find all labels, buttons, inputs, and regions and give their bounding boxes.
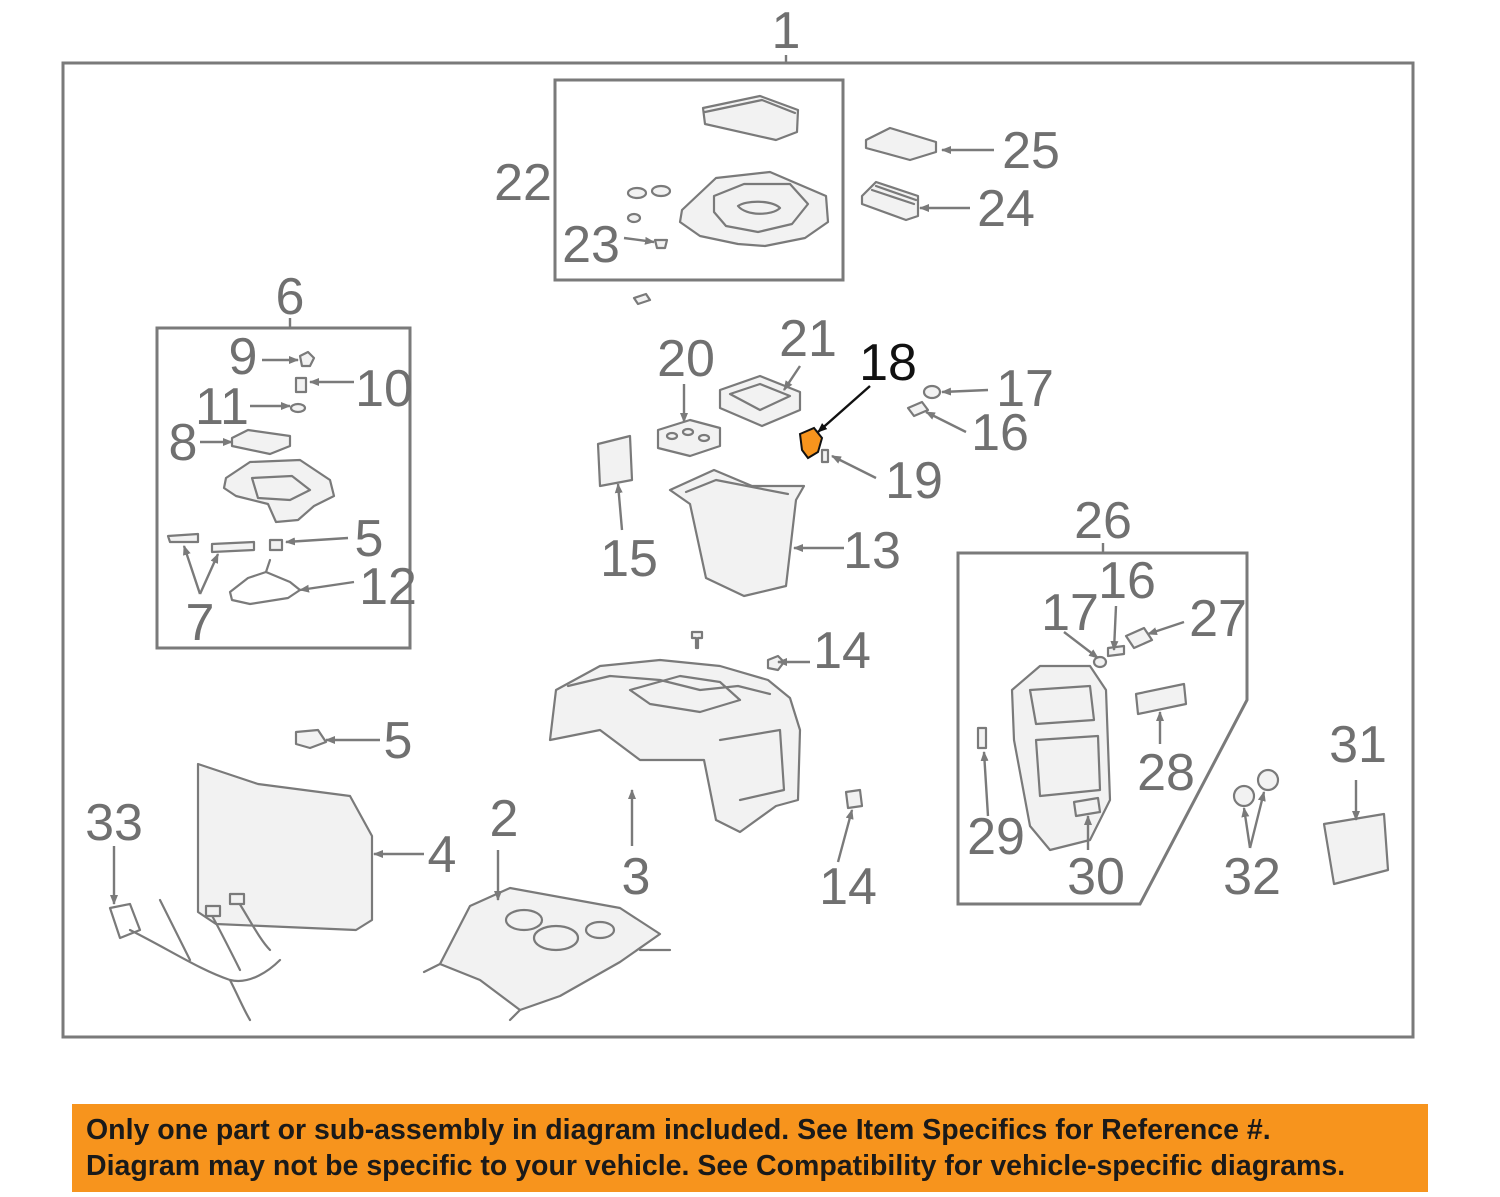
callout-16a: 16 xyxy=(971,404,1029,462)
part-3-console-body xyxy=(548,630,864,834)
part-15-mat xyxy=(596,434,634,488)
callout-18: 18 xyxy=(859,334,917,392)
part-33-harness xyxy=(108,892,282,1022)
subassembly-box-6 xyxy=(155,318,412,650)
callout-32: 32 xyxy=(1223,848,1281,906)
callout-7: 7 xyxy=(186,594,215,652)
part-20-switch xyxy=(656,418,722,458)
part-2-bracket xyxy=(422,886,672,1022)
assembly-frame xyxy=(61,55,1415,1039)
callout-8: 8 xyxy=(169,414,198,472)
part-4-side-panel xyxy=(196,728,374,932)
subassembly-box-26 xyxy=(956,543,1249,906)
callout-5a: 5 xyxy=(355,510,384,568)
callout-1: 1 xyxy=(772,2,801,60)
callout-12: 12 xyxy=(359,558,417,616)
part-31-cover xyxy=(1322,812,1390,886)
callout-4: 4 xyxy=(428,826,457,884)
parts-diagram: 1 22 25 24 23 6 9 10 11 8 5 12 7 20 21 1… xyxy=(61,2,1415,1039)
callout-10: 10 xyxy=(355,360,413,418)
callout-23: 23 xyxy=(562,216,620,274)
callout-14b: 14 xyxy=(819,858,877,916)
callout-26: 26 xyxy=(1074,492,1132,550)
callout-2: 2 xyxy=(490,790,519,848)
callout-15: 15 xyxy=(600,530,658,588)
part-21-tray xyxy=(718,374,802,428)
callout-6: 6 xyxy=(276,268,305,326)
callout-33: 33 xyxy=(85,794,143,852)
callout-14a: 14 xyxy=(813,622,871,680)
callout-3: 3 xyxy=(622,848,651,906)
part-25-pad xyxy=(864,126,938,162)
callout-17b: 17 xyxy=(1041,584,1099,642)
part-cupholder-assembly xyxy=(166,350,336,606)
part-32-knobs xyxy=(1232,768,1280,808)
callout-30: 30 xyxy=(1067,848,1125,906)
callout-13: 13 xyxy=(843,522,901,580)
callout-31: 31 xyxy=(1329,716,1387,774)
callout-11: 11 xyxy=(195,378,249,436)
leader-lines xyxy=(110,146,1360,905)
callout-21: 21 xyxy=(779,310,837,368)
subassembly-box-22 xyxy=(553,78,845,282)
part-13-bin xyxy=(668,468,806,598)
notice-line-2: Diagram may not be specific to your vehi… xyxy=(86,1150,1346,1182)
callout-16b: 16 xyxy=(1098,552,1156,610)
part-armrest-lid xyxy=(626,94,830,306)
callout-20: 20 xyxy=(657,330,715,388)
callout-9: 9 xyxy=(229,328,258,386)
callout-24: 24 xyxy=(977,180,1035,238)
callout-22: 22 xyxy=(494,154,552,212)
callout-17a: 17 xyxy=(996,360,1054,418)
callout-29: 29 xyxy=(967,808,1025,866)
callout-25: 25 xyxy=(1002,122,1060,180)
callout-28: 28 xyxy=(1137,744,1195,802)
part-26-bezel xyxy=(976,626,1188,852)
callout-27: 27 xyxy=(1189,590,1247,648)
notice-banner: Only one part or sub-assembly in diagram… xyxy=(72,1104,1428,1192)
part-17-16-clips xyxy=(820,384,942,464)
callout-labels: 1 22 25 24 23 6 9 10 11 8 5 12 7 20 21 1… xyxy=(85,2,1387,916)
callout-5b: 5 xyxy=(384,712,413,770)
notice-line-1: Only one part or sub-assembly in diagram… xyxy=(86,1114,1271,1146)
part-18-highlighted xyxy=(798,426,824,460)
callout-19: 19 xyxy=(885,452,943,510)
part-24-pad xyxy=(860,180,920,222)
